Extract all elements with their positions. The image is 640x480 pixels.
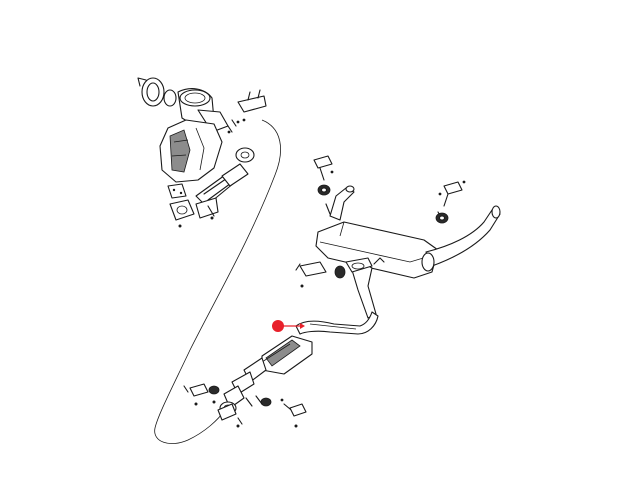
converter-bracket [227,89,267,134]
catalytic-converter-assembly [137,77,255,228]
rear-muffler-assembly [295,155,501,319]
highlight-dot [272,320,284,332]
isolator-front-right [260,397,272,407]
rear-muffler [315,221,439,279]
intermediate-pipe [295,311,379,335]
isolator-lower [334,265,346,279]
converter-body [159,119,223,183]
downpipe-gasket [235,147,255,163]
highlight-callout [272,320,305,332]
grouping-outline [154,119,281,444]
o-ring [163,89,177,107]
isolator-front-left [208,385,220,395]
callout-arrowhead [300,323,305,329]
front-resonator-assembly [183,335,313,428]
